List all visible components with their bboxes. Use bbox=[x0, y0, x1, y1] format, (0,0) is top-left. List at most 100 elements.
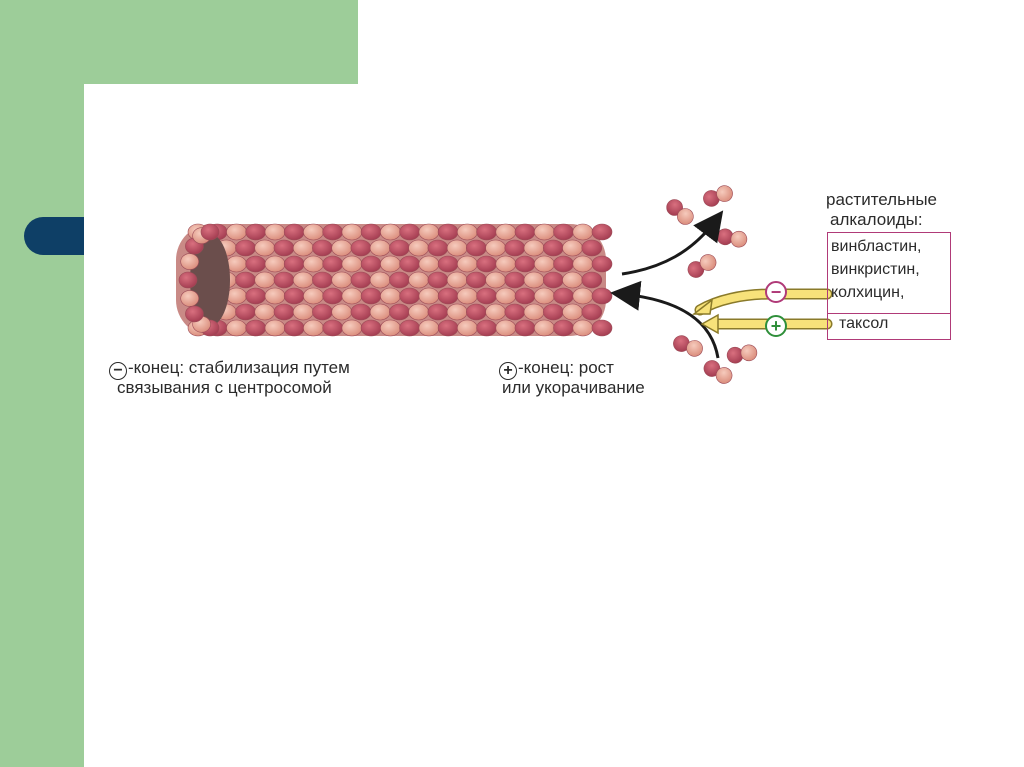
drug-arrowhead-minus bbox=[691, 298, 714, 315]
tubulin-subunit bbox=[553, 319, 574, 337]
tubulin-subunit bbox=[456, 319, 478, 337]
tubulin-subunit bbox=[591, 287, 613, 305]
rim-subunit bbox=[185, 305, 204, 323]
plus-end-label-line2: или укорачивание bbox=[502, 378, 645, 397]
tubulin-subunit bbox=[504, 271, 526, 289]
tubulin-subunit bbox=[264, 319, 286, 337]
tubulin-subunit bbox=[303, 319, 324, 337]
tubulin-subunit bbox=[235, 271, 256, 289]
tubulin-subunit bbox=[533, 319, 555, 337]
tubulin-subunit bbox=[350, 239, 372, 257]
tubulin-subunit bbox=[360, 223, 382, 241]
tubulin-subunit bbox=[369, 271, 391, 289]
tubulin-subunit bbox=[514, 287, 536, 305]
tubulin-subunit bbox=[322, 287, 343, 305]
tubulin-subunit bbox=[591, 255, 613, 273]
tubulin-subunit bbox=[303, 255, 324, 273]
tubulin-subunit bbox=[495, 319, 517, 337]
tubulin-subunit bbox=[322, 319, 343, 337]
alkaloids-heading-line1: растительные bbox=[826, 190, 938, 209]
tubulin-subunit bbox=[504, 239, 526, 257]
tubulin-subunit bbox=[331, 239, 353, 257]
tubulin-subunit bbox=[465, 303, 487, 321]
tubulin-subunit bbox=[245, 223, 266, 241]
dimer-subunit bbox=[715, 367, 733, 384]
tubulin-subunit bbox=[485, 239, 506, 257]
tubulin-subunit bbox=[283, 319, 305, 337]
tubulin-subunit bbox=[292, 271, 314, 289]
tubulin-subunit bbox=[380, 255, 401, 273]
tubulin-subunit bbox=[350, 271, 372, 289]
tubulin-subunit bbox=[264, 287, 286, 305]
tubulin-subunit bbox=[514, 319, 536, 337]
tubulin-subunit bbox=[303, 287, 324, 305]
tubulin-subunit bbox=[476, 255, 497, 273]
tubulin-subunit bbox=[350, 303, 372, 321]
plus-circle-icon bbox=[765, 315, 787, 337]
tubulin-subunit bbox=[562, 239, 583, 257]
tubulin-subunit bbox=[446, 303, 468, 321]
plus-symbol: + bbox=[771, 316, 782, 336]
tubulin-subunit bbox=[408, 271, 429, 289]
tubulin-dimer bbox=[673, 335, 703, 357]
plus-end-label-line1: +-конец: рост bbox=[499, 358, 614, 380]
tubulin-subunit bbox=[418, 223, 440, 241]
free-tubulin-dimers bbox=[666, 185, 758, 384]
tubulin-subunit bbox=[562, 271, 583, 289]
tubulin-subunit bbox=[292, 239, 314, 257]
tubulin-subunit bbox=[553, 287, 574, 305]
drug-vincristine: винкристин, bbox=[831, 261, 920, 278]
minus-end-label-line2: связывания с центросомой bbox=[117, 378, 332, 397]
tubulin-subunit bbox=[504, 303, 526, 321]
tubulin-dimer bbox=[703, 185, 733, 207]
tubulin-subunit bbox=[369, 239, 391, 257]
tubulin-subunit bbox=[456, 223, 478, 241]
tubulin-subunit bbox=[331, 271, 353, 289]
tubulin-subunit bbox=[533, 287, 555, 305]
tubulin-subunit bbox=[581, 239, 603, 257]
plus-end-text1: -конец: рост bbox=[518, 358, 614, 377]
tubulin-subunit bbox=[360, 287, 382, 305]
tubulin-subunit bbox=[456, 287, 478, 305]
rim-subunit bbox=[200, 223, 220, 241]
tubulin-subunit bbox=[322, 255, 343, 273]
dissociation-arrow bbox=[621, 210, 724, 276]
tubulin-subunit bbox=[389, 303, 410, 321]
tubulin-subunit bbox=[514, 255, 536, 273]
tubulin-subunit bbox=[341, 287, 363, 305]
tubulin-dimer bbox=[726, 344, 758, 364]
tubulin-subunit bbox=[495, 223, 517, 241]
tubulin-subunit bbox=[572, 255, 594, 273]
dimer-subunit bbox=[716, 185, 733, 202]
tubulin-subunit bbox=[591, 223, 613, 241]
tubulin-subunit bbox=[283, 287, 305, 305]
minus-circle-icon bbox=[765, 281, 787, 303]
tubulin-subunit bbox=[581, 271, 603, 289]
tubulin-subunit bbox=[322, 223, 343, 241]
tubulin-subunit bbox=[408, 239, 429, 257]
tubulin-subunit bbox=[399, 287, 420, 305]
tubulin-subunit bbox=[408, 303, 429, 321]
dimer-subunit bbox=[730, 230, 748, 248]
green-top-band bbox=[0, 0, 358, 84]
drug-taxol: таксол bbox=[839, 315, 889, 332]
green-sidebar-background bbox=[0, 0, 84, 767]
tubulin-subunit bbox=[226, 287, 247, 305]
tubulin-subunit bbox=[523, 271, 545, 289]
drug-colchicine: колхицин, bbox=[831, 284, 905, 301]
tubulin-subunit bbox=[245, 287, 266, 305]
tubulin-subunit bbox=[380, 223, 401, 241]
tubulin-subunit bbox=[399, 319, 420, 337]
tubulin-subunit bbox=[591, 319, 613, 337]
figure-graphics: − + bbox=[176, 185, 833, 384]
tubulin-dimer bbox=[666, 199, 694, 225]
tubulin-subunit bbox=[514, 223, 536, 241]
rim-subunit bbox=[180, 290, 199, 307]
tubulin-subunit bbox=[303, 223, 324, 241]
tubulin-subunit bbox=[273, 303, 295, 321]
tubulin-subunit bbox=[427, 303, 449, 321]
tubulin-subunit bbox=[389, 271, 410, 289]
plus-end-symbol: + bbox=[499, 362, 517, 380]
tubulin-subunit bbox=[572, 223, 594, 241]
minus-end-symbol: − bbox=[109, 362, 127, 380]
